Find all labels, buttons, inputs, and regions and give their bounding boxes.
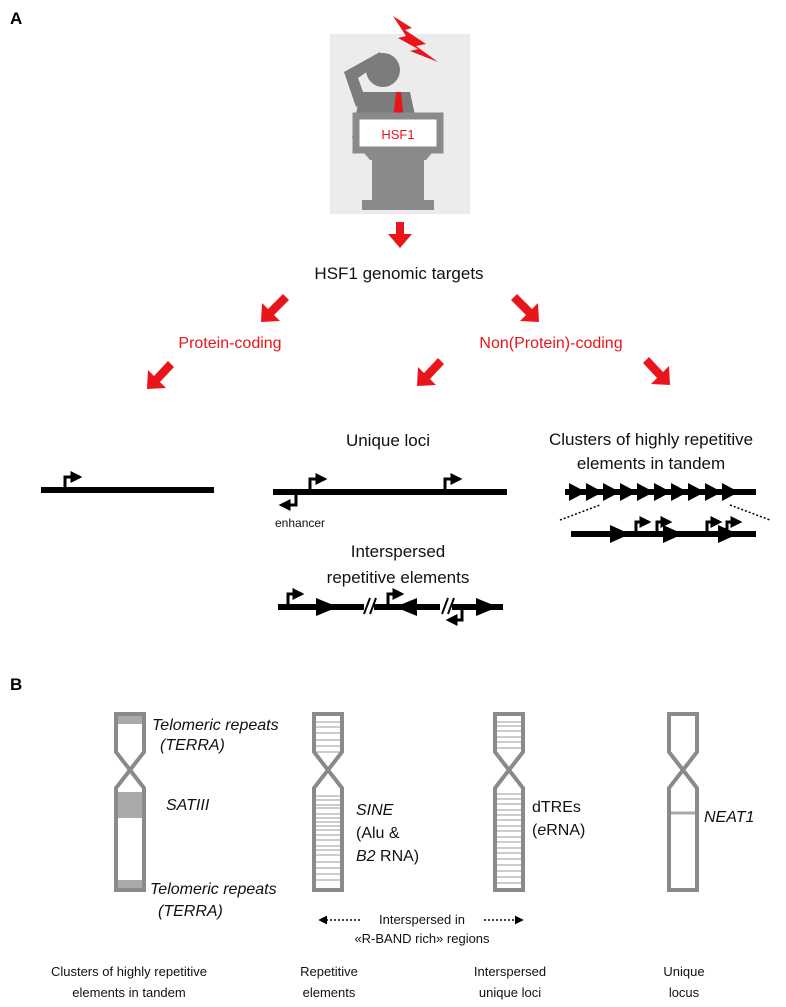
speaker-label: HSF1	[381, 127, 414, 142]
promoter-arrow-icon	[63, 471, 83, 488]
tandem-cluster	[559, 483, 771, 543]
enhancer-arrow-icon	[278, 494, 298, 511]
telomeric-bottom-label: Telomeric repeats	[150, 881, 277, 898]
chromosome-2	[312, 712, 344, 892]
tandem-repeat-arrowhead	[654, 483, 671, 501]
arrow-down-left-icon-2	[147, 361, 174, 389]
tandem-repeat-arrowhead	[569, 483, 586, 501]
caption-4-line1: Unique	[663, 964, 704, 979]
chromosome-1	[114, 712, 146, 892]
unique-loci-gene	[273, 473, 507, 511]
panel-b-label: B	[10, 675, 22, 694]
flow-arrows	[147, 222, 670, 389]
caption-1-line2: elements in tandem	[72, 985, 185, 1000]
interspersed-label-line2: repetitive elements	[327, 568, 470, 587]
genomic-targets-title: HSF1 genomic targets	[314, 264, 483, 283]
protein-coding-gene	[41, 471, 214, 493]
sine-label: SINE	[356, 802, 394, 819]
interspersed-elements	[278, 588, 503, 626]
terra-bottom-label: (TERRA)	[158, 903, 223, 920]
tandem-repeat-arrowhead	[603, 483, 620, 501]
caption-3-line1: Interspersed	[474, 964, 546, 979]
terra-top-label: (TERRA)	[160, 737, 225, 754]
erna-label: (eRNA)	[532, 822, 585, 839]
caption-1-line1: Clusters of highly repetitive	[51, 964, 207, 979]
telomeric-top-label: Telomeric repeats	[152, 717, 279, 734]
tandem-repeat-arrowhead	[620, 483, 637, 501]
dtres-label: dTREs	[532, 799, 581, 816]
tandem-repeat-arrowhead	[705, 483, 722, 501]
arrow-down-right-icon-2	[643, 357, 670, 385]
tandem-repeat-arrowhead	[688, 483, 705, 501]
lightning-icon	[393, 16, 438, 62]
neat1-label: NEAT1	[704, 809, 754, 826]
clusters-label-line2: elements in tandem	[577, 454, 725, 473]
non-protein-coding-label: Non(Protein)-coding	[479, 335, 622, 352]
chromosome-3	[493, 712, 525, 892]
interspersed-label-line1: Interspersed	[351, 542, 446, 561]
caption-2-line1: Repetitive	[300, 964, 358, 979]
enhancer-label: enhancer	[275, 516, 325, 530]
interspersed-in-label: Interspersed in	[379, 912, 465, 927]
arrow-down-icon	[388, 222, 412, 248]
arrow-down-right-icon	[511, 294, 539, 322]
speaker-illustration: HSF1	[330, 16, 470, 214]
tandem-repeat-arrowhead	[586, 483, 603, 501]
caption-4-line2: locus	[669, 985, 700, 1000]
r-band-label: «R-BAND rich» regions	[354, 931, 490, 946]
promoter-arrow-icon	[308, 473, 328, 490]
arrow-down-left-icon	[261, 294, 289, 322]
clusters-label-line1: Clusters of highly repetitive	[549, 430, 753, 449]
protein-coding-label: Protein-coding	[178, 335, 281, 352]
tandem-repeat-arrowhead	[671, 483, 688, 501]
caption-3-line2: unique loci	[479, 985, 541, 1000]
promoter-arrow-icon	[443, 473, 463, 490]
b2-rna-label: B2 RNA)	[356, 848, 419, 865]
panel-a-label: A	[10, 9, 22, 28]
alu-label: (Alu &	[356, 825, 400, 842]
chromosome-4	[667, 712, 699, 892]
caption-2-line2: elements	[303, 985, 356, 1000]
arrow-down-left-icon-3	[417, 358, 444, 386]
tandem-repeat-arrowhead	[637, 483, 654, 501]
tandem-repeat-arrowhead	[722, 483, 739, 501]
unique-loci-label: Unique loci	[346, 431, 430, 450]
satiii-label: SATIII	[166, 797, 210, 814]
